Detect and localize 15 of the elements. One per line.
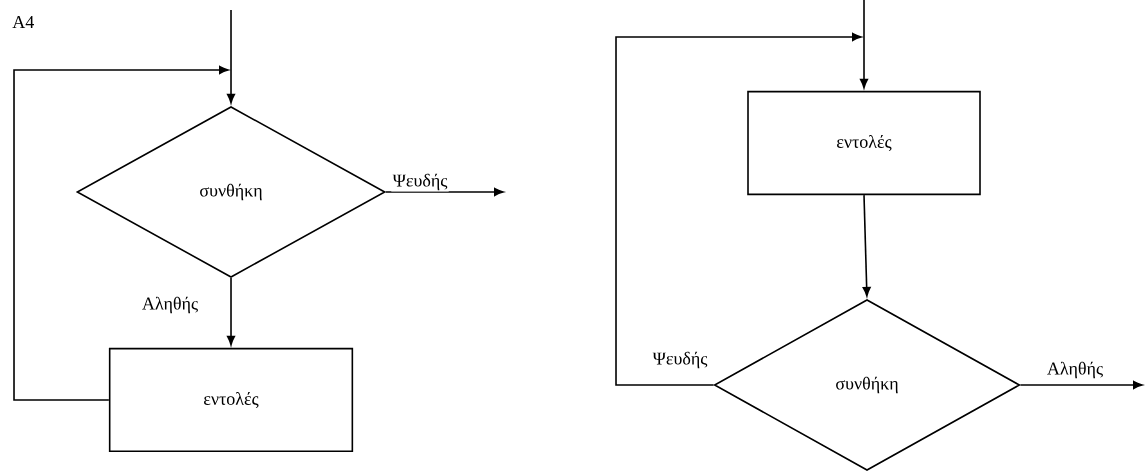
arrow [13, 65, 229, 401]
arrow [1019, 380, 1143, 390]
process-box: εντολές [747, 90, 981, 196]
edge-label: Αληθής [1045, 360, 1105, 380]
arrow [615, 32, 862, 386]
edge-label: Ψευδής [391, 172, 449, 192]
process-box: εντολές [108, 347, 354, 453]
edge-label: Αληθής [140, 295, 200, 315]
arrow [226, 9, 236, 104]
edge-label: Ψευδής [651, 350, 709, 370]
arrow [226, 277, 236, 346]
arrow [862, 194, 871, 297]
arrow [859, 0, 869, 89]
figure-label: A4 [12, 16, 34, 28]
arrow [385, 187, 504, 197]
